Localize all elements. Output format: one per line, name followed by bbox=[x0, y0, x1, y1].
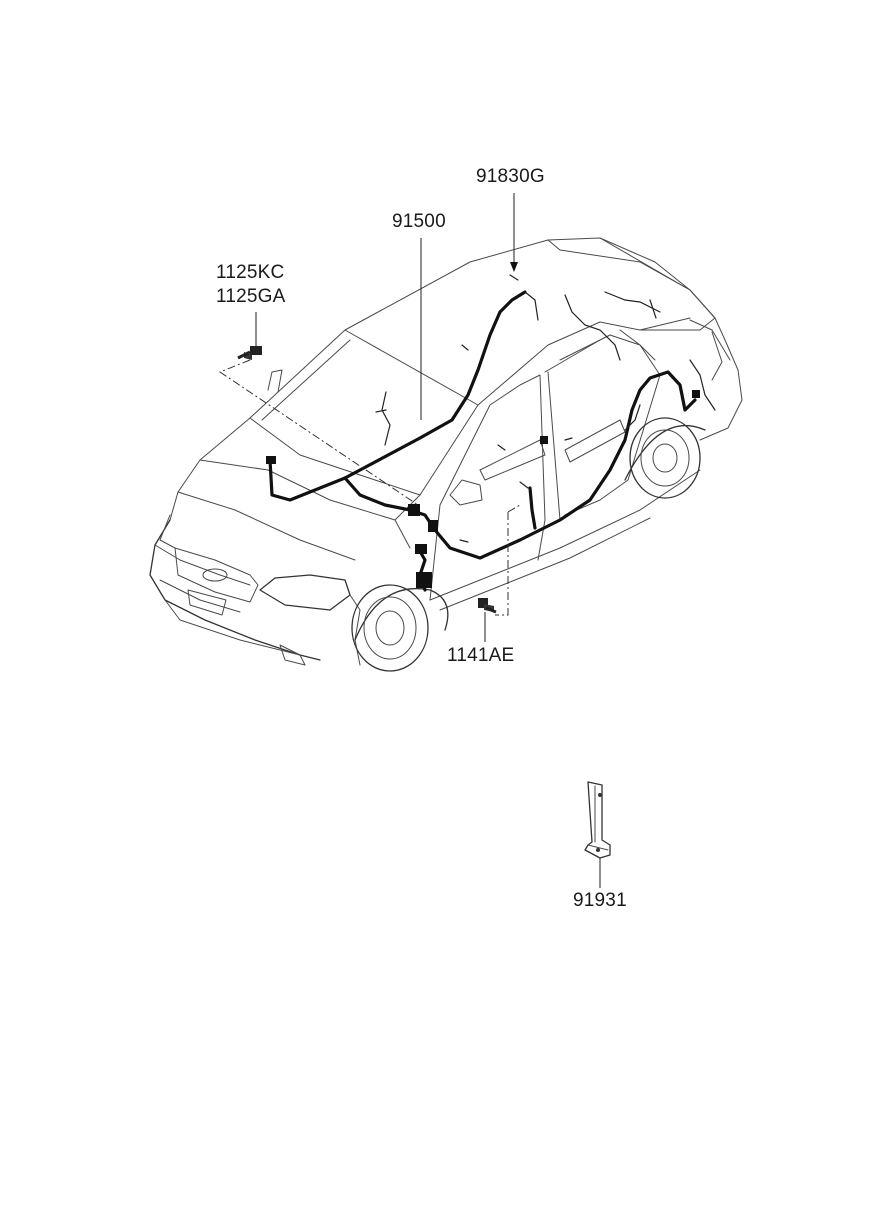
connector-icon bbox=[266, 456, 276, 464]
connector-icon bbox=[408, 504, 420, 516]
label-1141ae: 1141AE bbox=[447, 645, 515, 666]
connector-icon bbox=[692, 390, 700, 398]
label-91830g: 91830G bbox=[476, 166, 545, 187]
bolt-1141ae-icon bbox=[478, 598, 497, 614]
label-1125kc: 1125KC bbox=[216, 262, 285, 283]
label-1125ga: 1125GA bbox=[216, 286, 286, 307]
main-wiring-harness bbox=[266, 290, 700, 592]
reference-lines bbox=[218, 359, 521, 616]
car-body-outline bbox=[149, 237, 743, 672]
leader-lines bbox=[255, 193, 601, 888]
connector-icon bbox=[540, 436, 548, 444]
label-91500: 91500 bbox=[392, 211, 446, 232]
bracket-91931-icon bbox=[584, 781, 611, 859]
secondary-wires bbox=[375, 274, 716, 543]
connector-icon bbox=[416, 572, 432, 588]
connector-icon bbox=[428, 520, 438, 532]
arrow-icon bbox=[510, 262, 518, 272]
connector-icon bbox=[415, 544, 427, 554]
bolt-1125kc-icon bbox=[237, 346, 262, 360]
label-91931: 91931 bbox=[573, 890, 627, 911]
